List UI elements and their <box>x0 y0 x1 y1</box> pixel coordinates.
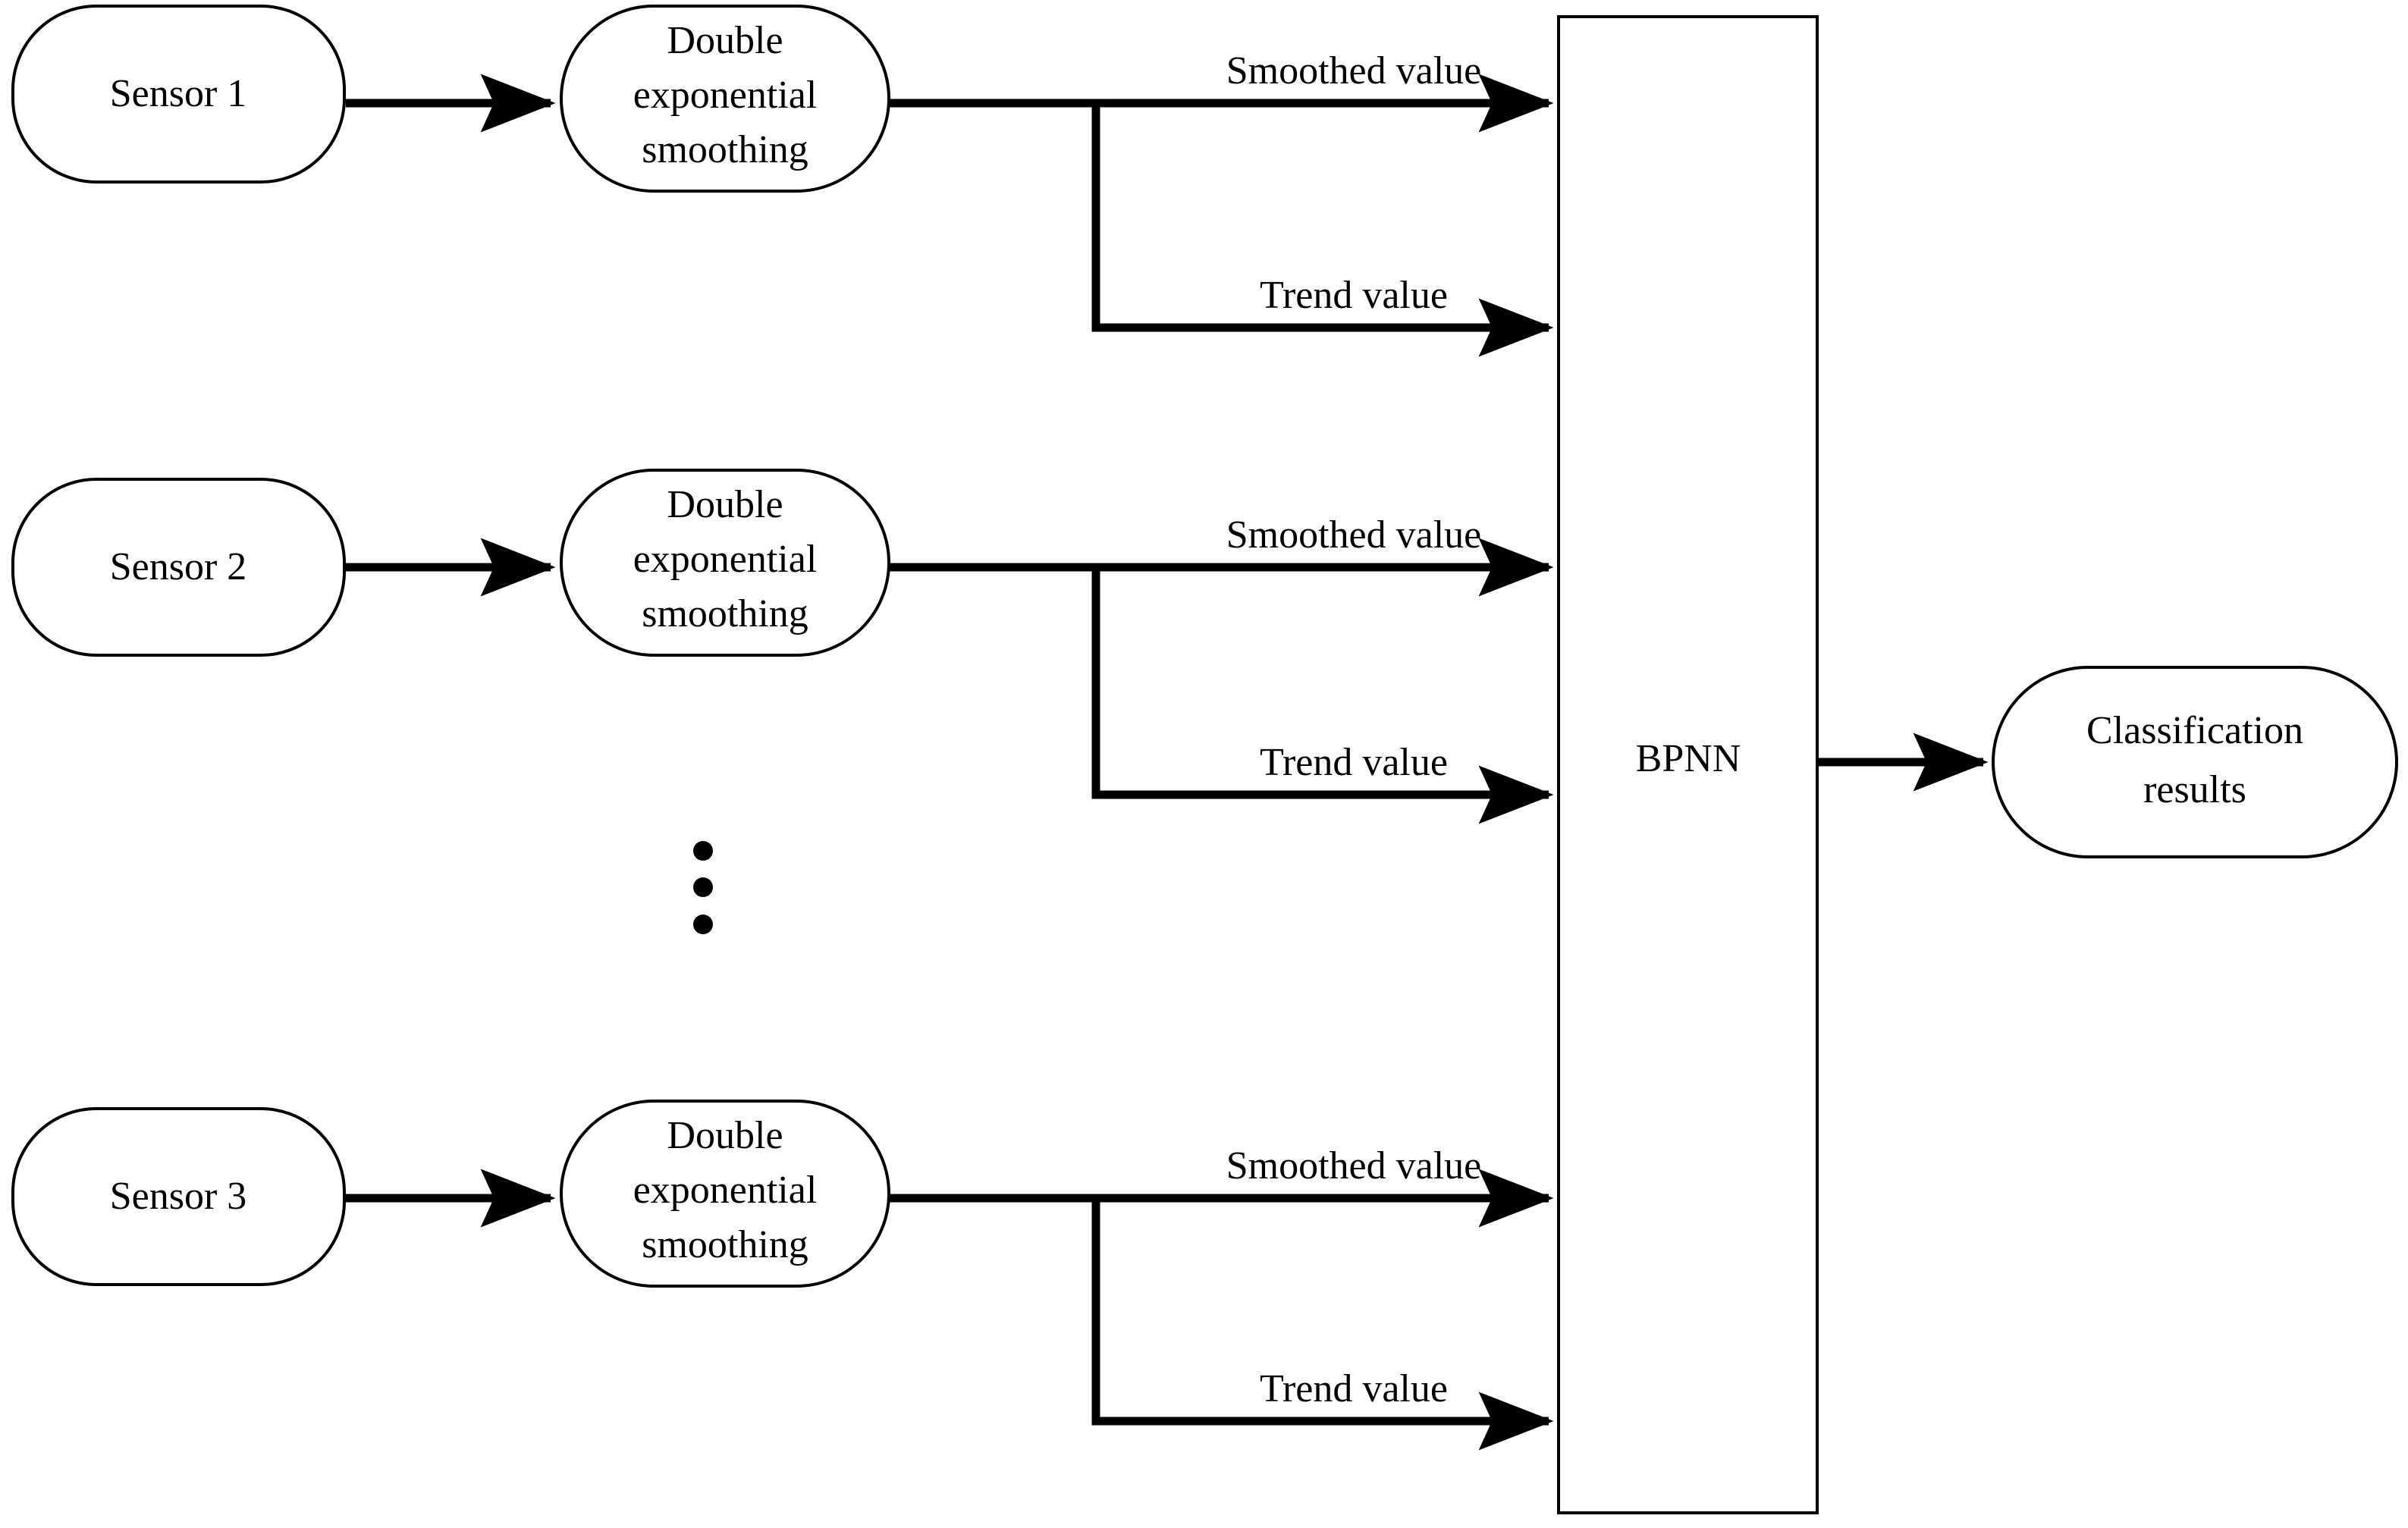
sensor-1-shape <box>11 5 346 184</box>
smoothing-2-node[interactable]: Double exponential smoothing <box>560 469 890 657</box>
row-3-group: Sensor 3 Double exponential smoothing Sm… <box>11 1100 1554 1451</box>
trend-value-label-3: Trend value <box>1260 1367 1448 1410</box>
smoothed-value-label-3: Smoothed value <box>1226 1144 1482 1188</box>
smoothing-1-label-line1: Double <box>667 19 783 62</box>
trend-value-label-1: Trend value <box>1260 274 1448 317</box>
connector-trend-value-1 <box>1091 103 1554 357</box>
sensor-2-label: Sensor 2 <box>110 545 247 588</box>
row-1-group: Sensor 1 Double exponential smoothing Sm… <box>11 5 1554 357</box>
sensor-3-shape <box>11 1107 346 1286</box>
smoothing-3-label-line1: Double <box>667 1114 783 1157</box>
classification-results-node[interactable]: Classification results <box>1992 666 2398 858</box>
connector-trend-value-3 <box>1091 1198 1554 1451</box>
ellipsis-dot-3 <box>693 915 713 934</box>
sensor-2-node[interactable]: Sensor 2 <box>11 478 346 657</box>
row-2-group: Sensor 2 Double exponential smoothing Sm… <box>11 469 1554 824</box>
smoothing-3-shape <box>560 1100 890 1288</box>
classification-results-label-line2: results <box>2143 768 2246 811</box>
smoothing-2-label-line1: Double <box>667 483 783 526</box>
classification-results-label-line1: Classification <box>2086 709 2303 752</box>
connector-trend-value-2 <box>1091 567 1554 824</box>
smoothing-1-shape <box>560 5 890 193</box>
sensor-2-shape <box>11 478 346 657</box>
smoothing-2-shape <box>560 469 890 657</box>
smoothed-value-label-1: Smoothed value <box>1226 49 1482 93</box>
sensor-3-label: Sensor 3 <box>110 1175 247 1218</box>
smoothing-3-node[interactable]: Double exponential smoothing <box>560 1100 890 1288</box>
smoothing-1-node[interactable]: Double exponential smoothing <box>560 5 890 193</box>
smoothing-2-label-line2: exponential <box>633 538 818 581</box>
ellipsis-dot-2 <box>693 877 713 897</box>
ellipsis-dot-1 <box>693 841 713 861</box>
smoothing-1-label-line3: smoothing <box>642 128 808 171</box>
sensor-3-node[interactable]: Sensor 3 <box>11 1107 346 1286</box>
trend-value-label-2: Trend value <box>1260 741 1448 784</box>
smoothing-3-label-line3: smoothing <box>642 1223 808 1266</box>
bpnn-label: BPNN <box>1636 737 1741 780</box>
smoothing-3-label-line2: exponential <box>633 1169 818 1212</box>
bpnn-node[interactable]: BPNN <box>1557 15 1819 1514</box>
classification-results-shape <box>1992 666 2398 858</box>
smoothing-1-label-line2: exponential <box>633 74 818 117</box>
sensor-1-node[interactable]: Sensor 1 <box>11 5 346 184</box>
vertical-ellipsis-icon <box>693 841 713 934</box>
sensor-1-label: Sensor 1 <box>110 72 247 115</box>
smoothing-2-label-line3: smoothing <box>642 592 808 635</box>
smoothed-value-label-2: Smoothed value <box>1226 513 1482 557</box>
